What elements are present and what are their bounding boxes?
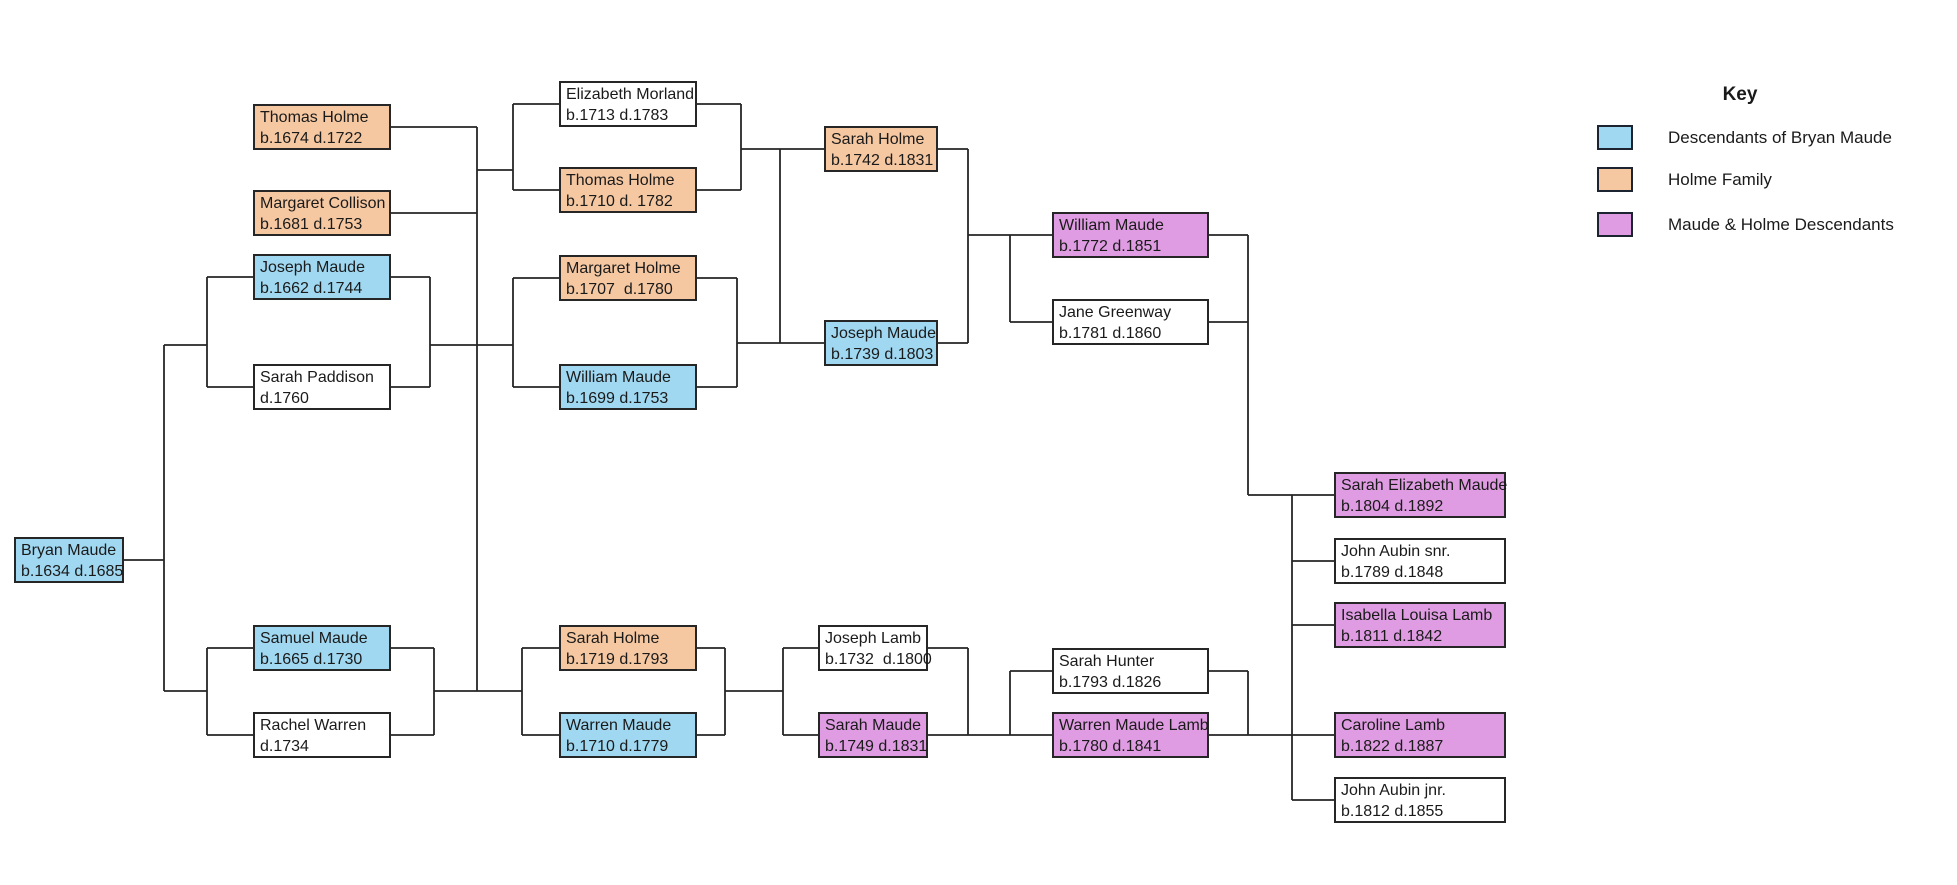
person-name: William Maude [566, 369, 671, 386]
person-box-caroline-lamb: Caroline Lamb b.1822 d.1887 [1334, 712, 1506, 758]
person-dates: b.1732 d.1800 [825, 651, 932, 668]
person-dates: b.1772 d.1851 [1059, 238, 1162, 255]
person-name: Sarah Hunter [1059, 653, 1155, 670]
person-box-sarah-holme-1719: Sarah Holme b.1719 d.1793 [559, 625, 697, 671]
person-name: Jane Greenway [1059, 304, 1172, 321]
person-name: Joseph Maude [831, 325, 936, 342]
person-name: Sarah Elizabeth Maude [1341, 477, 1508, 494]
person-box-john-aubin-jnr: John Aubin jnr. b.1812 d.1855 [1334, 777, 1506, 823]
person-box-sarah-maude-1749: Sarah Maude b.1749 d.1831 [818, 712, 928, 758]
person-dates: b.1662 d.1744 [260, 280, 363, 297]
person-box-sarah-hunter: Sarah Hunter b.1793 d.1826 [1052, 648, 1209, 694]
person-dates: b.1739 d.1803 [831, 346, 934, 363]
person-box-rachel-warren: Rachel Warren d.1734 [253, 712, 391, 758]
person-dates: b.1707 d.1780 [566, 281, 673, 298]
person-dates: b.1780 d.1841 [1059, 738, 1162, 755]
person-name: Margaret Collison [260, 195, 386, 212]
person-name: Joseph Lamb [825, 630, 922, 647]
person-name: Samuel Maude [260, 630, 368, 647]
person-name: Sarah Holme [831, 131, 925, 148]
person-box-isabella-louisa-lamb: Isabella Louisa Lamb b.1811 d.1842 [1334, 602, 1506, 648]
person-dates: b.1710 d. 1782 [566, 193, 673, 210]
person-name: Thomas Holme [566, 172, 675, 189]
person-name: Sarah Paddison [260, 369, 374, 386]
person-name: John Aubin jnr. [1341, 782, 1446, 799]
legend-swatch-maude-holme-descendants [1597, 212, 1633, 237]
person-name: Bryan Maude [21, 542, 117, 559]
person-dates: b.1749 d.1831 [825, 738, 928, 755]
person-name: Sarah Maude [825, 717, 922, 734]
person-name: Isabella Louisa Lamb [1341, 607, 1493, 624]
person-box-bryan-maude: Bryan Maude b.1634 d.1685 [14, 537, 124, 583]
person-dates: b.1699 d.1753 [566, 390, 669, 407]
person-box-jane-greenway: Jane Greenway b.1781 d.1860 [1052, 299, 1209, 345]
person-box-thomas-holme-sr: Thomas Holme b.1674 d.1722 [253, 104, 391, 150]
person-box-joseph-maude-sr: Joseph Maude b.1662 d.1744 [253, 254, 391, 300]
person-dates: b.1742 d.1831 [831, 152, 934, 169]
person-box-sarah-paddison: Sarah Paddison d.1760 [253, 364, 391, 410]
person-dates: b.1710 d.1779 [566, 738, 669, 755]
legend-label: Holme Family [1668, 170, 1772, 189]
person-dates: b.1789 d.1848 [1341, 564, 1444, 581]
legend-swatch-descendants-of-bryan-maude [1597, 125, 1633, 150]
legend-label: Descendants of Bryan Maude [1668, 128, 1892, 147]
legend-title: Key [1722, 84, 1758, 105]
person-name: Rachel Warren [260, 717, 367, 734]
person-name: Warren Maude [566, 717, 672, 734]
person-dates: d.1734 [260, 738, 309, 755]
person-box-warren-maude-1710: Warren Maude b.1710 d.1779 [559, 712, 697, 758]
person-box-elizabeth-morland: Elizabeth Morland b.1713 d.1783 [559, 81, 697, 127]
person-dates: b.1812 d.1855 [1341, 803, 1444, 820]
person-box-william-maude-1772: William Maude b.1772 d.1851 [1052, 212, 1209, 258]
person-name: Margaret Holme [566, 260, 681, 277]
person-name: Sarah Holme [566, 630, 660, 647]
person-dates: b.1665 d.1730 [260, 651, 363, 668]
person-box-william-maude-1699: William Maude b.1699 d.1753 [559, 364, 697, 410]
person-box-margaret-collison: Margaret Collison b.1681 d.1753 [253, 190, 391, 236]
person-name: Thomas Holme [260, 109, 369, 126]
legend-swatch-holme-family [1597, 167, 1633, 192]
person-box-thomas-holme-jr: Thomas Holme b.1710 d. 1782 [559, 167, 697, 213]
person-name: Elizabeth Morland [566, 86, 695, 103]
person-dates: b.1719 d.1793 [566, 651, 669, 668]
legend-label: Maude & Holme Descendants [1668, 215, 1894, 234]
person-box-joseph-lamb: Joseph Lamb b.1732 d.1800 [818, 625, 932, 671]
person-dates: b.1804 d.1892 [1341, 498, 1444, 515]
person-box-joseph-maude-1739: Joseph Maude b.1739 d.1803 [824, 320, 938, 366]
person-dates: b.1634 d.1685 [21, 563, 124, 580]
person-dates: b.1781 d.1860 [1059, 325, 1162, 342]
person-name: John Aubin snr. [1341, 543, 1451, 560]
person-box-warren-maude-lamb: Warren Maude Lamb b.1780 d.1841 [1052, 712, 1209, 758]
person-dates: b.1681 d.1753 [260, 216, 363, 233]
person-name: William Maude [1059, 217, 1164, 234]
person-dates: d.1760 [260, 390, 309, 407]
person-dates: b.1822 d.1887 [1341, 738, 1444, 755]
person-name: Joseph Maude [260, 259, 365, 276]
person-name: Warren Maude Lamb [1059, 717, 1209, 734]
person-box-margaret-holme: Margaret Holme b.1707 d.1780 [559, 255, 697, 301]
person-box-sarah-holme-1742: Sarah Holme b.1742 d.1831 [824, 126, 938, 172]
person-box-john-aubin-snr: John Aubin snr. b.1789 d.1848 [1334, 538, 1506, 584]
person-box-sarah-elizabeth-maude: Sarah Elizabeth Maude b.1804 d.1892 [1334, 472, 1508, 518]
person-dates: b.1811 d.1842 [1341, 628, 1443, 645]
person-name: Caroline Lamb [1341, 717, 1446, 734]
person-dates: b.1793 d.1826 [1059, 674, 1162, 691]
person-dates: b.1713 d.1783 [566, 107, 669, 124]
person-dates: b.1674 d.1722 [260, 130, 363, 147]
person-box-samuel-maude: Samuel Maude b.1665 d.1730 [253, 625, 391, 671]
